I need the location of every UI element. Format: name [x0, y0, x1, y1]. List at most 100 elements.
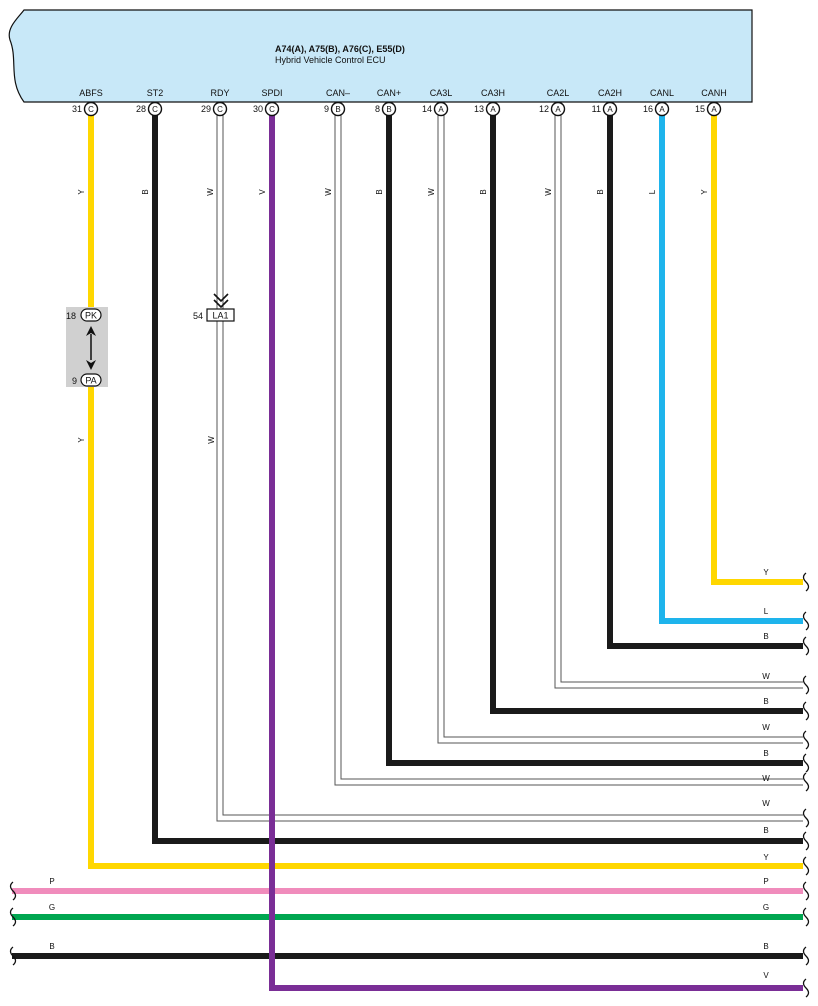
- signal-label-can: CAN–: [326, 88, 350, 98]
- connector-bottom-label: PA: [85, 376, 96, 386]
- wire-ca2l: [555, 115, 803, 688]
- exit-label-ca2l: W: [762, 672, 770, 681]
- connector-top-label: PK: [85, 311, 97, 321]
- wire-color-ca3h: B: [479, 189, 488, 194]
- pin-badge-ca3h: [485, 101, 501, 117]
- pin-connector-st2: C: [152, 105, 158, 114]
- abfs-connector: 18 PK 9 PA: [66, 307, 108, 387]
- signal-label-ca2h: CA2H: [598, 88, 622, 98]
- junction-box: [206, 308, 235, 322]
- exit-label-spdi: V: [763, 971, 769, 980]
- wire-color-ca3l: W: [427, 188, 436, 196]
- signal-label-ca3l: CA3L: [430, 88, 453, 98]
- pin-number-can: 8: [375, 104, 380, 114]
- through-wire-left-label: B: [49, 942, 54, 951]
- wire-spdi: [269, 115, 803, 991]
- pin-badge-abfs: [83, 101, 99, 117]
- pin-number-canh: 15: [695, 104, 705, 114]
- wave-cut-icon: [802, 808, 810, 828]
- wire-color-ca2h: B: [596, 189, 605, 194]
- pin-badge-st2: [147, 101, 163, 117]
- pin-number-canl: 16: [643, 104, 653, 114]
- pin-badge-ca3l: [433, 101, 449, 117]
- rdy-junction: 54 LA1: [193, 293, 235, 322]
- ecu-title: A74(A), A75(B), A76(C), E55(D): [275, 44, 405, 54]
- exit-label-can: W: [762, 774, 770, 783]
- pin-connector-can: B: [386, 105, 391, 114]
- wave-cut-icon: [802, 636, 810, 656]
- wires: [12, 115, 803, 991]
- pin-connector-ca2l: A: [555, 105, 561, 114]
- signal-label-abfs: ABFS: [79, 88, 103, 98]
- pin-number-abfs: 31: [72, 104, 82, 114]
- pin-number-rdy: 29: [201, 104, 211, 114]
- wire-color-canl: L: [648, 189, 657, 194]
- wire-color-can: W: [324, 188, 333, 196]
- pin-number-spdi: 30: [253, 104, 263, 114]
- pin-badge-canh: [706, 101, 722, 117]
- through-wire-left-label: G: [49, 903, 55, 912]
- pin-number-can: 9: [324, 104, 329, 114]
- wave-cut-icon: [802, 753, 810, 773]
- signal-label-spdi: SPDI: [261, 88, 282, 98]
- exit-label-ca3l: W: [762, 723, 770, 732]
- pin-number-ca2h: 11: [592, 104, 601, 114]
- pin-badge-rdy: [212, 101, 228, 117]
- wire-color-spdi: V: [258, 189, 267, 195]
- wave-cut-icon: [802, 730, 810, 750]
- connector-bottom-badge: [80, 373, 102, 387]
- through-wire-left-label: P: [49, 877, 54, 886]
- wire-color-rdy: W: [206, 188, 215, 196]
- pin-badge-ca2h: [602, 101, 618, 117]
- wire-st2: [152, 115, 803, 844]
- wire-ca3h: [490, 115, 803, 714]
- pin-connector-canh: A: [711, 105, 717, 114]
- wire-canh: [711, 115, 803, 585]
- wave-cut-icon: [9, 881, 17, 901]
- wire-canl: [659, 115, 803, 624]
- signal-label-ca3h: CA3H: [481, 88, 505, 98]
- signal-label-rdy: RDY: [210, 88, 229, 98]
- wire-ca3l: [438, 115, 803, 743]
- abfs-lower-wire-color: Y: [77, 437, 86, 443]
- connector-bottom-pin-number: 9: [72, 376, 77, 386]
- through-wire-right-label: P: [763, 877, 768, 886]
- pin-connector-ca3l: A: [438, 105, 444, 114]
- wire-color-ca2l: W: [544, 188, 553, 196]
- pin-connector-ca3h: A: [490, 105, 496, 114]
- rdy-lower-wire-color: W: [207, 436, 216, 444]
- ecu-body: [8, 9, 753, 103]
- pin-badge-canl: [654, 101, 670, 117]
- wave-cut-icon: [802, 701, 810, 721]
- ecu-box: A74(A), A75(B), A76(C), E55(D) Hybrid Ve…: [8, 9, 753, 103]
- wire-color-st2: B: [141, 189, 150, 194]
- signal-label-canh: CANH: [701, 88, 727, 98]
- connector-top-pin-number: 18: [66, 311, 76, 321]
- exit-label-abfs: Y: [763, 853, 769, 862]
- ecu-subtitle: Hybrid Vehicle Control ECU: [275, 55, 386, 65]
- junction-label: LA1: [212, 311, 228, 321]
- exit-label-ca2h: B: [763, 632, 768, 641]
- exit-label-canl: L: [764, 607, 769, 616]
- pin-connector-can: B: [335, 105, 340, 114]
- through-wire-right-label: G: [763, 903, 769, 912]
- pin-connector-spdi: C: [269, 105, 275, 114]
- wave-cut-icon: [802, 946, 810, 966]
- exit-label-st2: B: [763, 826, 768, 835]
- signal-label-st2: ST2: [147, 88, 164, 98]
- wave-cut-icon: [802, 611, 810, 631]
- exit-label-ca3h: B: [763, 697, 768, 706]
- pin-badge-can: [381, 101, 397, 117]
- pin-badge-spdi: [264, 101, 280, 117]
- wave-cut-icon: [802, 856, 810, 876]
- signal-label-canl: CANL: [650, 88, 674, 98]
- wave-cut-icon: [802, 772, 810, 792]
- through-wire-right-label: B: [763, 942, 768, 951]
- exit-label-rdy: W: [762, 799, 770, 808]
- pin-number-ca2l: 12: [539, 104, 549, 114]
- wave-cut-icon: [802, 881, 810, 901]
- pin-number-st2: 28: [136, 104, 146, 114]
- wave-cut-icon: [802, 907, 810, 927]
